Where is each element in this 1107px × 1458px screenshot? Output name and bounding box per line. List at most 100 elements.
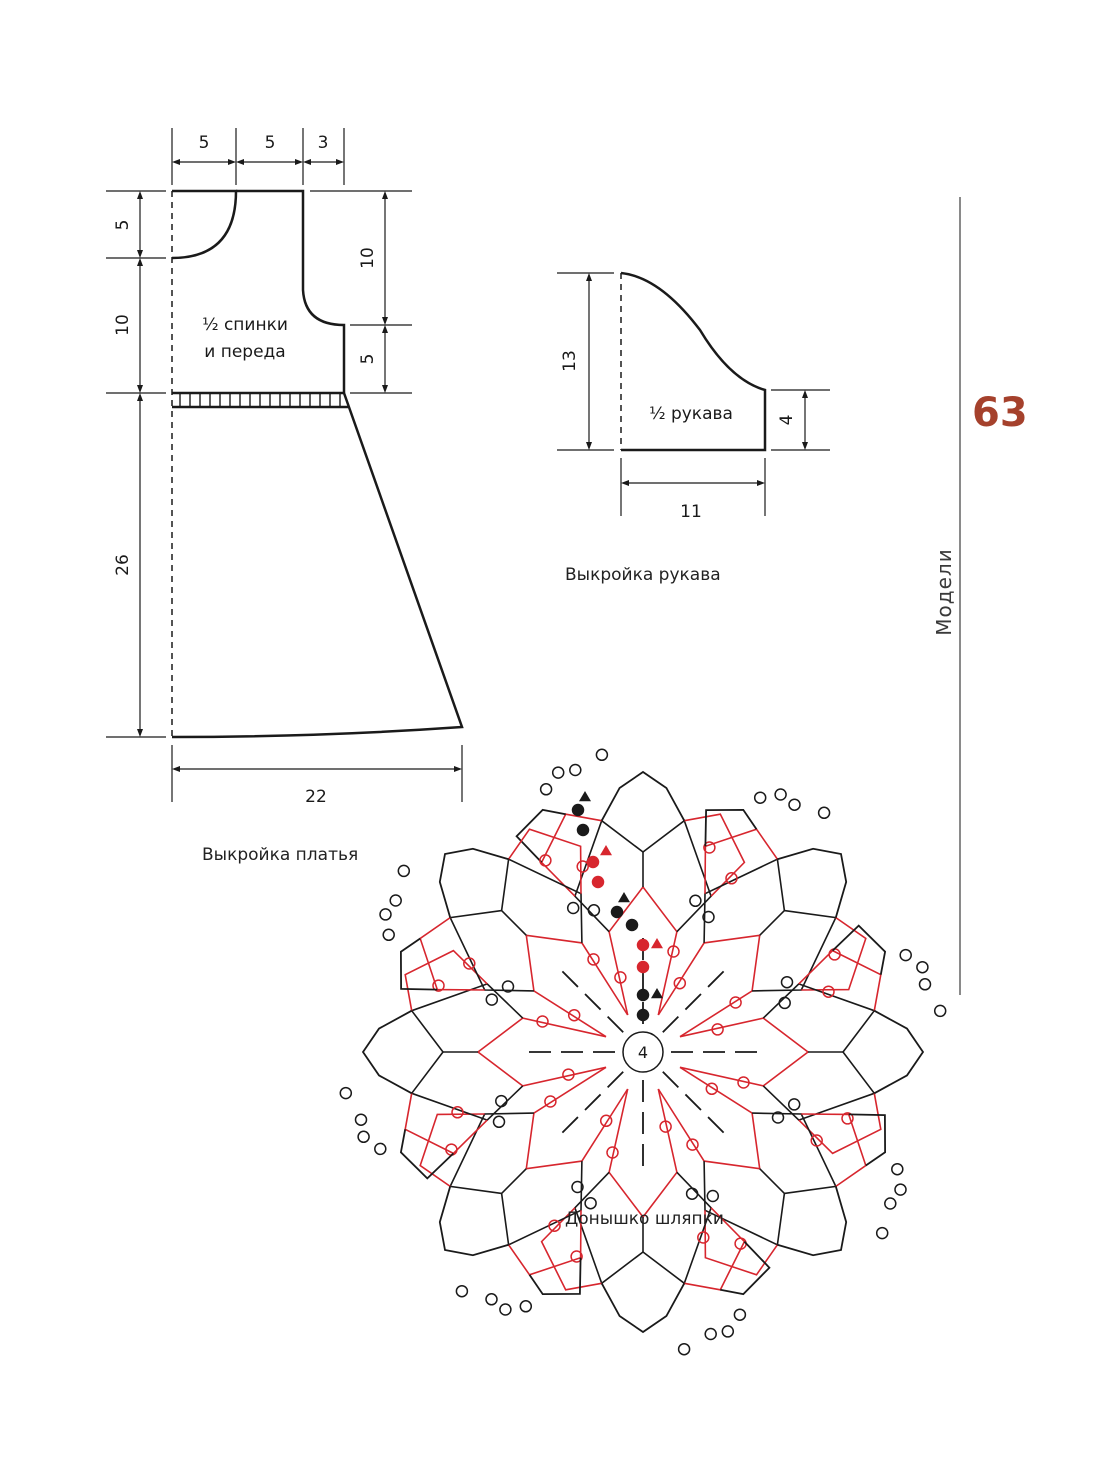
- chain-ring-outer: [339, 1086, 353, 1100]
- outer-red-band-left: [419, 916, 485, 991]
- chain-ring-red: [705, 1082, 719, 1096]
- radial-dash: [557, 1071, 624, 1138]
- dim-right-upper: 10: [358, 247, 378, 269]
- sleeve-dimension-lines: [557, 272, 830, 516]
- chain-ring-black: [706, 1189, 720, 1203]
- radial-dash: [662, 1071, 729, 1138]
- chain-ring-outer: [499, 1303, 512, 1316]
- dim-left-upper: 5: [113, 220, 133, 231]
- chain-ring-red: [686, 1138, 699, 1151]
- dress-arrowheads: [137, 159, 462, 772]
- stitch-triangle: [651, 938, 663, 949]
- chain-ring-red: [548, 1219, 561, 1232]
- black-petal-stem: [501, 1168, 527, 1194]
- dim-right-lower: 5: [358, 354, 378, 365]
- dim-sleeve-width: 11: [680, 502, 702, 522]
- dim-top-3: 3: [318, 133, 329, 153]
- section-title: Модели: [932, 548, 956, 636]
- stitch-dot: [636, 938, 650, 952]
- chain-ring-outer: [788, 798, 801, 811]
- stitch-triangle: [651, 988, 663, 999]
- page-number: 63: [972, 390, 1028, 436]
- chain-ring-outer: [569, 763, 582, 777]
- chain-ring-red: [673, 976, 687, 990]
- chain-ring-outer: [354, 1113, 368, 1126]
- chain-ring-outer: [397, 864, 411, 878]
- chain-ring-red: [463, 957, 476, 970]
- stitch-dot: [625, 918, 639, 932]
- chain-ring-outer: [704, 1327, 717, 1341]
- outer-red-band-right: [704, 1210, 779, 1276]
- chain-ring-red: [667, 945, 680, 958]
- outer-red-band-left: [540, 813, 602, 897]
- stitch-dot: [610, 905, 624, 919]
- star-tip-side: [399, 1129, 455, 1180]
- black-petal-right: [703, 1161, 786, 1246]
- star-tip-main: [600, 770, 686, 822]
- dim-top-2: 5: [265, 133, 276, 153]
- chain-ring-outer: [933, 1004, 947, 1018]
- sleeve-caption: Выкройка рукава: [565, 565, 721, 585]
- chain-ring-red: [841, 1112, 854, 1125]
- neckline-curve: [171, 189, 238, 260]
- chain-ring-red: [697, 1231, 710, 1244]
- chain-ring-outer: [894, 1183, 907, 1196]
- star-tip-side: [848, 1113, 887, 1167]
- black-petal-right: [449, 1112, 534, 1195]
- sleeve-label: ½ рукава: [649, 404, 733, 424]
- margin-rule: [959, 197, 961, 995]
- dress-label-line2: и переда: [204, 342, 285, 362]
- chain-ring-outer: [519, 1300, 533, 1313]
- chain-ring-red: [576, 860, 589, 873]
- dim-bottom: 22: [305, 787, 327, 807]
- outer-red-band-left: [801, 1113, 867, 1188]
- chain-ring-black: [702, 910, 715, 924]
- stitch-dot: [586, 855, 600, 869]
- stitch-dot: [636, 988, 650, 1002]
- chain-ring-red: [729, 996, 742, 1009]
- chain-ring-outer: [899, 948, 912, 962]
- chain-ring-outer: [875, 1226, 889, 1240]
- chain-ring-black: [571, 1180, 584, 1194]
- chain-ring-outer: [379, 908, 392, 921]
- chain-ring-outer: [677, 1342, 691, 1356]
- chain-ring-outer: [774, 788, 787, 801]
- chain-ring-outer: [374, 1142, 387, 1156]
- stitch-triangle: [579, 791, 591, 802]
- chain-ring-outer: [357, 1130, 370, 1144]
- chain-ring-black: [689, 894, 702, 908]
- outer-red-band-right: [540, 1207, 602, 1291]
- chain-ring-black: [685, 1187, 699, 1200]
- radial-dash: [662, 966, 729, 1033]
- star-tip-side: [720, 1240, 771, 1296]
- hat-caption: Донышко шляпки: [565, 1209, 724, 1229]
- chain-ring-outer: [753, 791, 767, 804]
- stitch-triangle: [600, 845, 612, 856]
- chain-ring-black: [587, 904, 601, 917]
- dim-top-1: 5: [199, 133, 210, 153]
- chain-ring-outer: [539, 783, 553, 796]
- chain-ring-outer: [918, 978, 932, 991]
- armhole-line: [236, 189, 346, 393]
- black-petal-left: [573, 819, 644, 933]
- black-petal-right: [500, 858, 583, 943]
- stitch-dot: [571, 803, 585, 817]
- chain-ring-black: [501, 980, 515, 993]
- outer-red-band-right: [507, 828, 582, 894]
- chain-ring-red: [606, 1146, 619, 1159]
- outer-red-band-right: [419, 1113, 485, 1188]
- chain-ring-black: [495, 1094, 508, 1108]
- chain-ring-outer: [891, 1162, 904, 1176]
- chain-ring-red: [737, 1076, 750, 1089]
- dim-sleeve-height: 13: [560, 350, 580, 372]
- star-tip-main: [600, 1282, 686, 1334]
- chain-ring-black: [584, 1196, 597, 1210]
- chain-ring-outer: [884, 1197, 897, 1210]
- center-ring: [622, 1031, 664, 1073]
- black-petal-stem: [759, 910, 785, 936]
- dim-left-skirt: 26: [113, 554, 133, 576]
- chain-ring-red: [562, 1068, 575, 1081]
- chain-ring-outer: [721, 1325, 735, 1338]
